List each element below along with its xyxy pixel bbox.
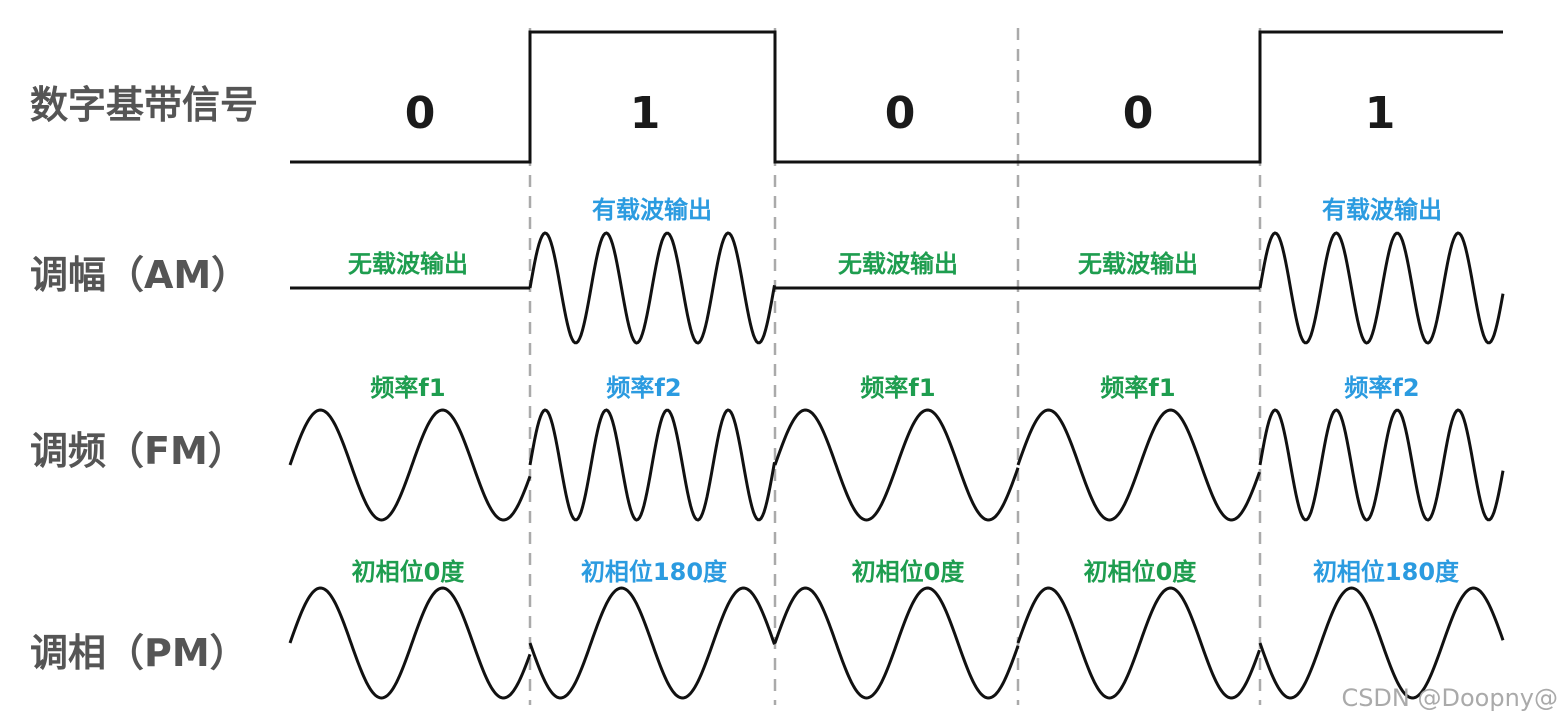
fm-wave-f1	[288, 408, 532, 522]
fm-segment-label: 频率f2	[606, 374, 682, 402]
watermark: CSDN @Doopny@	[1341, 684, 1558, 712]
pm-wave-phase-0	[1016, 586, 1261, 700]
am-segment-label: 无载波输出	[1078, 250, 1198, 278]
am-carrier-wave	[528, 231, 776, 345]
fm-segment-label: 频率f1	[860, 374, 936, 402]
bit-label: 1	[1364, 88, 1396, 139]
row-label-am: 调幅（AM）	[30, 253, 250, 297]
am-segment-label: 有载波输出	[1322, 196, 1442, 224]
am-segment-label: 无载波输出	[348, 250, 468, 278]
fm-segment-label: 频率f2	[1344, 374, 1420, 402]
am-segment-label: 无载波输出	[838, 250, 958, 278]
fm-wave-f1	[1016, 408, 1261, 522]
pm-wave-phase-180	[1258, 586, 1505, 700]
bit-label: 0	[1122, 88, 1154, 139]
fm-wave-f1	[773, 408, 1020, 522]
am-segment-label: 有载波输出	[592, 196, 712, 224]
bit-label: 1	[629, 88, 661, 139]
pm-segment-label: 初相位180度	[580, 558, 728, 586]
digital-baseband-signal	[290, 30, 1503, 164]
row-label-pm: 调相（PM）	[30, 631, 248, 675]
bit-label: 0	[884, 88, 916, 139]
pm-wave-phase-0	[288, 586, 532, 700]
fm-segment-label: 频率f1	[370, 374, 446, 402]
pm-segment-label: 初相位180度	[1312, 558, 1460, 586]
fm-segment-label: 频率f1	[1100, 374, 1176, 402]
row-label-fm: 调频（FM）	[30, 429, 246, 473]
pm-segment-label: 初相位0度	[351, 558, 465, 586]
row-label-digital: 数字基带信号	[30, 83, 259, 127]
pm-segment-label: 初相位0度	[851, 558, 965, 586]
fm-wave-f2	[528, 408, 776, 522]
pm-wave-phase-0	[773, 586, 1020, 700]
bit-label: 0	[404, 88, 436, 139]
pm-segment-label: 初相位0度	[1083, 558, 1197, 586]
am-carrier-wave	[1258, 231, 1505, 345]
pm-wave-phase-180	[528, 586, 776, 700]
fm-wave-f2	[1258, 408, 1505, 522]
